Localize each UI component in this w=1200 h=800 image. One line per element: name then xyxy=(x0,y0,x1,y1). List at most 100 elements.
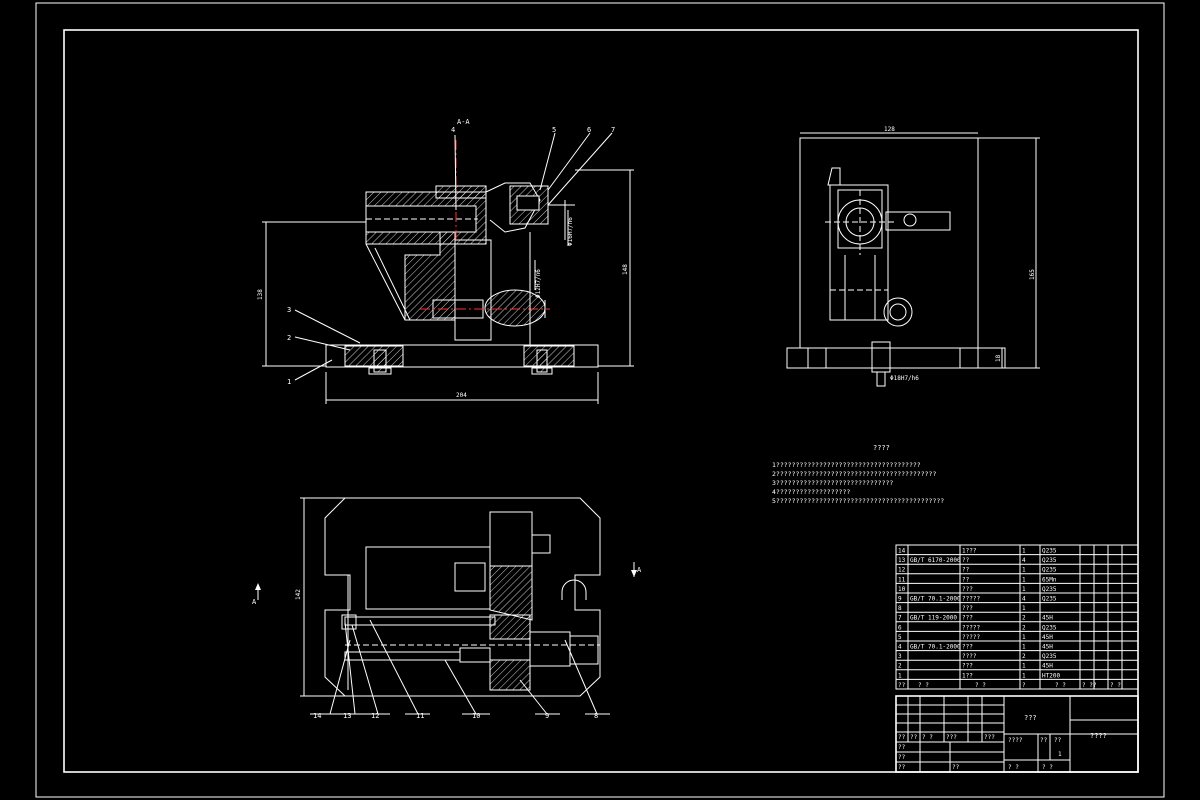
parts-cell-mat: 65Mn xyxy=(1042,576,1057,583)
title-block xyxy=(895,695,1139,773)
parts-cell-no: 12 xyxy=(898,567,906,574)
callout-9: 9 xyxy=(545,712,549,720)
side-view xyxy=(786,132,1040,387)
dim-fit-upper: Φ16H7/n6 xyxy=(567,217,574,246)
tb-page-b: ? ? xyxy=(1042,764,1053,771)
parts-cell-no: 1 xyxy=(898,672,902,679)
tb-row-label-4: ??? xyxy=(946,734,957,741)
parts-cell-no: 10 xyxy=(898,586,906,593)
parts-cell-qty: 1 xyxy=(1022,663,1026,670)
parts-cell-code: GB/T 70.1-2000 xyxy=(910,596,961,603)
parts-cell-no: 9 xyxy=(898,596,902,603)
tb-page-a: ? ? xyxy=(1008,764,1019,771)
parts-header-name: ? ? xyxy=(975,682,986,689)
parts-cell-qty: 2 xyxy=(1022,653,1026,660)
parts-cell-mat: 45H xyxy=(1042,634,1053,641)
note-line-3: 3?????????????????????????????? xyxy=(772,479,893,487)
dim-front-height-left: 138 xyxy=(257,289,264,300)
parts-cell-no: 11 xyxy=(898,576,906,583)
parts-cell-qty: 4 xyxy=(1022,596,1026,603)
parts-cell-name: 1?? xyxy=(962,672,973,679)
section-label: A-A xyxy=(457,118,470,126)
callout-12: 12 xyxy=(371,712,379,720)
parts-cell-mat: 45H xyxy=(1042,644,1053,651)
parts-header-code: ? ? xyxy=(918,682,929,689)
callout-14: 14 xyxy=(313,712,321,720)
parts-list-header: ??? ?? ??? ?? ??? ? xyxy=(898,682,1121,689)
parts-cell-mat: Q235 xyxy=(1042,557,1057,564)
tb-checker: ?? xyxy=(898,754,906,761)
tb-approver: ?? xyxy=(898,764,906,771)
parts-cell-name: ??? xyxy=(962,615,973,622)
callout-11: 11 xyxy=(416,712,424,720)
parts-header-mat: ? ? xyxy=(1055,682,1066,689)
callout-3: 3 xyxy=(287,306,291,314)
parts-cell-mat: Q235 xyxy=(1042,548,1057,555)
parts-cell-no: 5 xyxy=(898,634,902,641)
callout-5: 5 xyxy=(552,126,556,134)
callout-6: 6 xyxy=(587,126,591,134)
tb-row-label-5: ??? xyxy=(984,734,995,741)
dim-side-fit: Φ18H7/h6 xyxy=(890,375,919,382)
parts-cell-mat: Q235 xyxy=(1042,596,1057,603)
drawing-name: ??? xyxy=(1024,714,1037,722)
parts-header-c7: ? ? xyxy=(1110,682,1121,689)
parts-cell-no: 6 xyxy=(898,624,902,631)
parts-cell-no: 8 xyxy=(898,605,902,612)
parts-cell-no: 13 xyxy=(898,557,906,564)
parts-cell-name: ??? xyxy=(962,586,973,593)
dim-side-base: 18 xyxy=(995,354,1002,362)
tb-row-label-2: ?? xyxy=(910,734,918,741)
sheet-outer-border xyxy=(35,2,1165,798)
parts-cell-mat: 45H xyxy=(1042,663,1053,670)
tb-row-label-1: ?? xyxy=(898,734,906,741)
tb-designer: ?? xyxy=(898,744,906,751)
note-line-5: 5???????????????????????????????????????… xyxy=(772,497,944,505)
note-line-2: 2???????????????????????????????????????… xyxy=(772,470,936,478)
parts-cell-no: 14 xyxy=(898,548,906,555)
parts-cell-mat: Q235 xyxy=(1042,586,1057,593)
parts-cell-qty: 2 xyxy=(1022,624,1026,631)
parts-cell-name: ??? xyxy=(962,605,973,612)
parts-header-qty: ? xyxy=(1022,682,1026,689)
parts-cell-qty: 1 xyxy=(1022,567,1026,574)
tb-ratio-label: ?? xyxy=(1054,737,1062,744)
tb-sheet-count: 1 xyxy=(1058,751,1062,758)
parts-list-row: 10??? 1 Q235 xyxy=(898,586,1057,593)
parts-cell-qty: 4 xyxy=(1022,557,1026,564)
dim-side-width: 128 xyxy=(884,126,895,133)
callout-1: 1 xyxy=(287,378,291,386)
parts-cell-mat: 45H xyxy=(1042,615,1053,622)
front-section-view xyxy=(262,132,634,404)
parts-header-no: ?? xyxy=(898,682,906,689)
dim-side-height: 165 xyxy=(1029,269,1036,280)
parts-cell-no: 2 xyxy=(898,663,902,670)
tb-row-label-3: ? ? xyxy=(922,734,933,741)
parts-cell-code: GB/T 6170-2000 xyxy=(910,557,961,564)
parts-cell-mat: Q235 xyxy=(1042,653,1057,660)
callout-8: 8 xyxy=(594,712,598,720)
parts-cell-mat: Q235 xyxy=(1042,567,1057,574)
tb-weight-label: ?? xyxy=(1040,737,1048,744)
parts-cell-qty: 1 xyxy=(1022,576,1026,583)
parts-cell-qty: 1 xyxy=(1022,586,1026,593)
note-line-4: 4??????????????????? xyxy=(772,488,850,496)
parts-cell-name: 1??? xyxy=(962,548,977,555)
view-arrow-right-label: A xyxy=(637,566,642,574)
parts-cell-mat: Q235 xyxy=(1042,624,1057,631)
sheet-inner-border xyxy=(63,29,1139,773)
dim-top-height: 142 xyxy=(295,589,302,600)
parts-cell-qty: 2 xyxy=(1022,615,1026,622)
parts-cell-name: ??? xyxy=(962,663,973,670)
callout-4: 4 xyxy=(451,126,455,134)
